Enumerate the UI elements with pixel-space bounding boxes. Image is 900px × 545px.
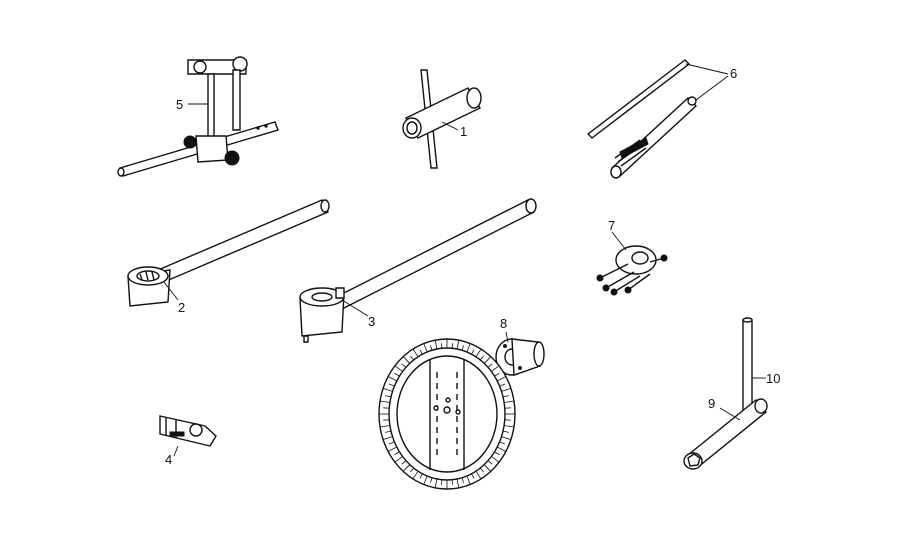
- tool-9-10-box-spanner: [683, 317, 768, 470]
- degree-tick: [434, 478, 438, 488]
- degree-tick: [412, 348, 419, 358]
- degree-tick: [471, 473, 475, 479]
- degree-tick: [379, 425, 390, 428]
- degree-tick: [423, 343, 428, 353]
- degree-tick: [479, 355, 485, 361]
- degree-tick: [412, 470, 419, 480]
- tool-7-hub-puller: [596, 245, 668, 296]
- degree-tick: [430, 345, 433, 351]
- degree-tick: [499, 383, 506, 387]
- tool-8-flange-adapter: [495, 338, 545, 376]
- degree-tick: [501, 387, 512, 392]
- degree-tick: [483, 356, 492, 364]
- tool-3-spanner-large: [299, 198, 537, 343]
- degree-tick: [409, 467, 415, 473]
- degree-wheel: [378, 338, 516, 490]
- degree-tick: [430, 477, 433, 483]
- degree-tick: [461, 477, 464, 483]
- degree-tick: [466, 475, 471, 485]
- degree-tick: [502, 395, 509, 398]
- degree-tick: [475, 470, 482, 480]
- degree-tick: [385, 395, 392, 398]
- degree-tick: [491, 365, 500, 372]
- degree-tick: [388, 441, 395, 445]
- degree-tick: [394, 365, 403, 372]
- degree-tick: [475, 348, 482, 358]
- leader-lines: [163, 63, 766, 457]
- degree-tick: [451, 479, 453, 485]
- degree-tick: [499, 441, 506, 445]
- degree-tick: [441, 343, 443, 349]
- degree-tick: [497, 376, 507, 382]
- degree-tick: [394, 372, 400, 377]
- callout-5: 5: [176, 97, 183, 112]
- degree-tick: [504, 400, 515, 403]
- degree-tick: [402, 356, 411, 364]
- degree-tick: [401, 460, 407, 465]
- degree-tick: [502, 430, 509, 433]
- callout-10: 10: [766, 371, 780, 386]
- degree-tick: [441, 479, 443, 485]
- degree-tick: [394, 451, 400, 456]
- callout-2: 2: [178, 300, 185, 315]
- degree-tick: [456, 478, 460, 488]
- degree-tick: [423, 475, 428, 485]
- degree-tick: [494, 451, 500, 456]
- degree-tick: [456, 340, 460, 350]
- degree-tick: [466, 343, 471, 353]
- degree-tick: [461, 345, 464, 351]
- callout-1: 1: [460, 124, 467, 139]
- degree-tick: [451, 343, 453, 349]
- degree-tick: [387, 446, 397, 452]
- degree-tick: [388, 383, 395, 387]
- callout-6: 6: [730, 66, 737, 81]
- degree-tick: [401, 363, 407, 368]
- degree-tick: [487, 460, 493, 465]
- degree-tick: [434, 340, 438, 350]
- degree-tick: [387, 376, 397, 382]
- degree-tick: [382, 387, 393, 392]
- degree-tick: [419, 473, 423, 479]
- degree-tick: [385, 430, 392, 433]
- degree-tick: [504, 425, 515, 428]
- callout-4: 4: [165, 452, 172, 467]
- degree-tick: [497, 446, 507, 452]
- degree-tick: [501, 436, 512, 441]
- degree-tick: [379, 400, 390, 403]
- callout-3: 3: [368, 314, 375, 329]
- degree-tick: [479, 467, 485, 473]
- tool-1-socket: [402, 69, 482, 169]
- degree-tick: [483, 464, 492, 472]
- tool-4-bracket: [159, 415, 217, 447]
- degree-tick: [382, 436, 393, 441]
- tool-5-puller: [117, 56, 279, 177]
- degree-tick: [402, 464, 411, 472]
- degree-tick: [419, 349, 423, 355]
- degree-tick: [487, 363, 493, 368]
- callout-8: 8: [500, 316, 507, 331]
- degree-tick: [471, 349, 475, 355]
- tool-2-spanner: [127, 199, 330, 307]
- tool-6-driver-set: [586, 59, 698, 179]
- degree-tick: [394, 456, 403, 463]
- callout-7: 7: [608, 218, 615, 233]
- callout-9: 9: [708, 396, 715, 411]
- degree-tick: [409, 355, 415, 361]
- degree-tick: [494, 372, 500, 377]
- degree-tick: [491, 456, 500, 463]
